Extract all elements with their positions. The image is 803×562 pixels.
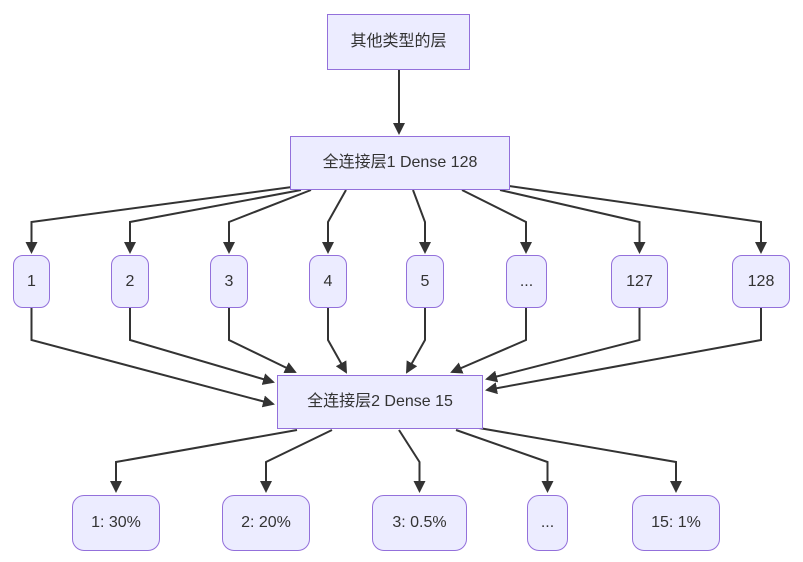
edge-dense2-to-o15 — [478, 427, 682, 493]
node-hidden-unit-2: 2 — [111, 255, 149, 308]
edge-dense1-to-h1 — [25, 186, 293, 254]
edge-h127-to-dense2 — [485, 308, 641, 383]
node-hidden-unit-5: 5 — [406, 255, 444, 308]
edge-h3-to-dense2 — [228, 308, 297, 374]
edge-dense1-to-h128 — [508, 185, 767, 254]
edge-dense1-to-h127 — [499, 189, 646, 254]
node-output-1: 1: 30% — [72, 495, 160, 551]
node-output-3: 3: 0.5% — [372, 495, 467, 551]
node-hidden-unit-1: 1 — [13, 255, 50, 308]
edge-h128-to-dense2 — [485, 308, 762, 395]
node-hidden-unit-4: 4 — [309, 255, 347, 308]
node-other-layer-types: 其他类型的层 — [327, 14, 470, 70]
edge-dense2-to-o1 — [110, 429, 298, 493]
edge-dense2-to-odots — [455, 429, 554, 493]
node-hidden-ellipsis: ... — [506, 255, 547, 308]
node-output-2: 2: 20% — [222, 495, 310, 551]
node-dense2: 全连接层2 Dense 15 — [277, 375, 483, 429]
edge-hdots-to-dense2 — [450, 308, 527, 374]
edge-dense1-to-h3 — [223, 189, 312, 254]
node-dense1: 全连接层1 Dense 128 — [290, 136, 510, 190]
edge-h1-to-dense2 — [30, 308, 275, 408]
node-hidden-unit-127: 127 — [611, 255, 668, 308]
node-hidden-unit-128: 128 — [732, 255, 790, 308]
edge-h4-to-dense2 — [327, 308, 347, 374]
edge-dense1-to-h5 — [412, 189, 431, 254]
edge-dense2-to-o3 — [398, 429, 426, 493]
edge-dense1-to-hdots — [461, 189, 532, 254]
edge-h2-to-dense2 — [129, 308, 275, 385]
edge-h5-to-dense2 — [406, 308, 426, 374]
edge-dense1-to-h4 — [322, 189, 347, 254]
node-output-ellipsis: ... — [527, 495, 568, 551]
edge-dense1-to-h2 — [124, 189, 302, 254]
edge-dense2-to-o2 — [260, 429, 333, 493]
node-hidden-unit-3: 3 — [210, 255, 248, 308]
node-output-15: 15: 1% — [632, 495, 720, 551]
